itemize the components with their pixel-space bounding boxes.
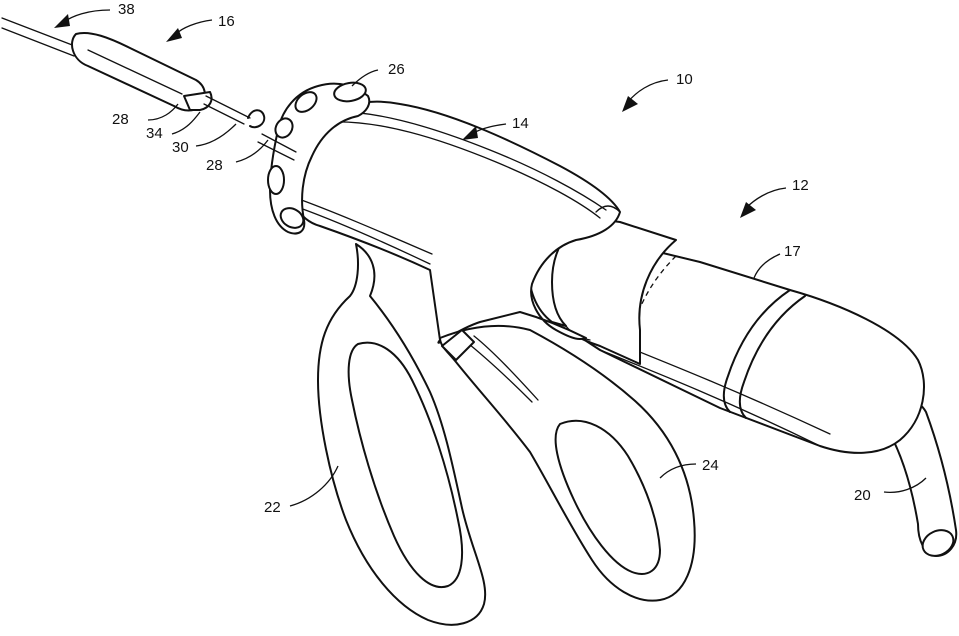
label-24: 24 <box>702 457 719 474</box>
label-17: 17 <box>784 243 801 260</box>
label-26: 26 <box>388 61 405 78</box>
label-22: 22 <box>264 499 281 516</box>
label-38: 38 <box>118 1 135 18</box>
label-10: 10 <box>676 71 693 88</box>
label-12: 12 <box>792 177 809 194</box>
label-34: 34 <box>146 125 163 142</box>
label-28-upper: 28 <box>112 111 129 128</box>
label-30: 30 <box>172 139 189 156</box>
label-16: 16 <box>218 13 235 30</box>
label-14: 14 <box>512 115 529 132</box>
label-20: 20 <box>854 487 871 504</box>
label-28-lower: 28 <box>206 157 223 174</box>
